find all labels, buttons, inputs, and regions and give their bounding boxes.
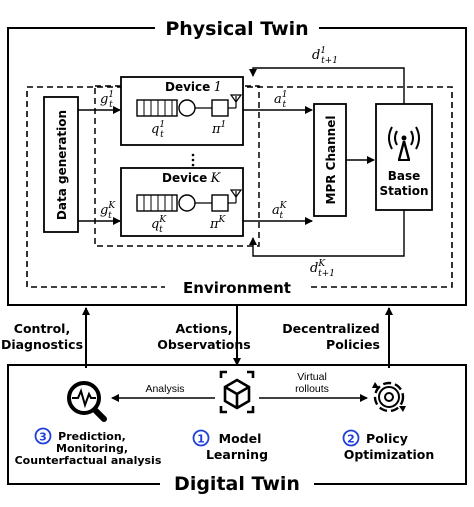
interface-right-line-1: Decentralized [282,321,380,336]
cube-icon [219,370,255,414]
digital-twin-title: Digital Twin [174,473,300,495]
model-learning-badge: 1 [192,429,210,447]
policy-optimization-line-1: Policy [366,431,408,446]
magnifier-pulse-icon [67,381,107,422]
model-learning-line-2: Learning [206,447,268,462]
device-k-title: Device K [162,171,222,186]
policy-optimization-badge: 2 [342,429,360,447]
antenna-icon [229,189,243,199]
physical-twin-box [7,27,467,306]
prediction-line-2: Monitoring, [56,442,128,455]
data-generation-box [43,96,79,233]
prediction-line-1: Prediction, [58,430,126,443]
environment-label: Environment [183,279,291,297]
device-1-box [120,76,244,146]
svg-text:1: 1 [197,433,205,446]
interface-right-line-2: Policies [326,337,380,352]
virtual-rollouts-line-1: Virtual [297,371,327,383]
base-station-line-1: Base [388,169,421,183]
device-k-pi: πK [209,215,227,232]
device-1-title: Device 1 [165,80,222,95]
gear-cycle-icon [372,381,406,413]
device-1-pi: π1 [211,120,226,137]
device-k-box [120,167,244,237]
d1-feedback-arrow [249,67,405,104]
model-learning-line-1: Model [219,431,262,446]
ellipsis-dots [191,153,195,167]
analysis-label: Analysis [145,383,184,395]
prediction-line-3: Counterfactual analysis [15,454,162,467]
base-station-line-2: Station [379,184,428,198]
svg-text:3: 3 [39,431,47,444]
antenna-icon [229,94,243,104]
mpr-channel-label: MPR Channel [324,116,338,205]
physical-twin-title: Physical Twin [165,18,308,40]
interface-left-line-2: Diagnostics [1,337,83,352]
data-generation-label: Data generation [55,110,69,220]
policy-optimization-line-2: Optimization [344,447,435,462]
prediction-badge: 3 [34,427,52,445]
device-1-queue [136,94,243,117]
svg-text:2: 2 [347,433,355,446]
virtual-rollouts-line-2: rollouts [295,383,329,395]
dk-feedback-arrow [249,210,405,257]
antenna-tower-icon [388,126,420,161]
interface-center-line-1: Actions, [175,321,232,336]
interface-center-line-2: Observations [157,337,250,352]
interface-left-line-1: Control, [14,321,70,336]
device-k-queue [136,189,243,212]
